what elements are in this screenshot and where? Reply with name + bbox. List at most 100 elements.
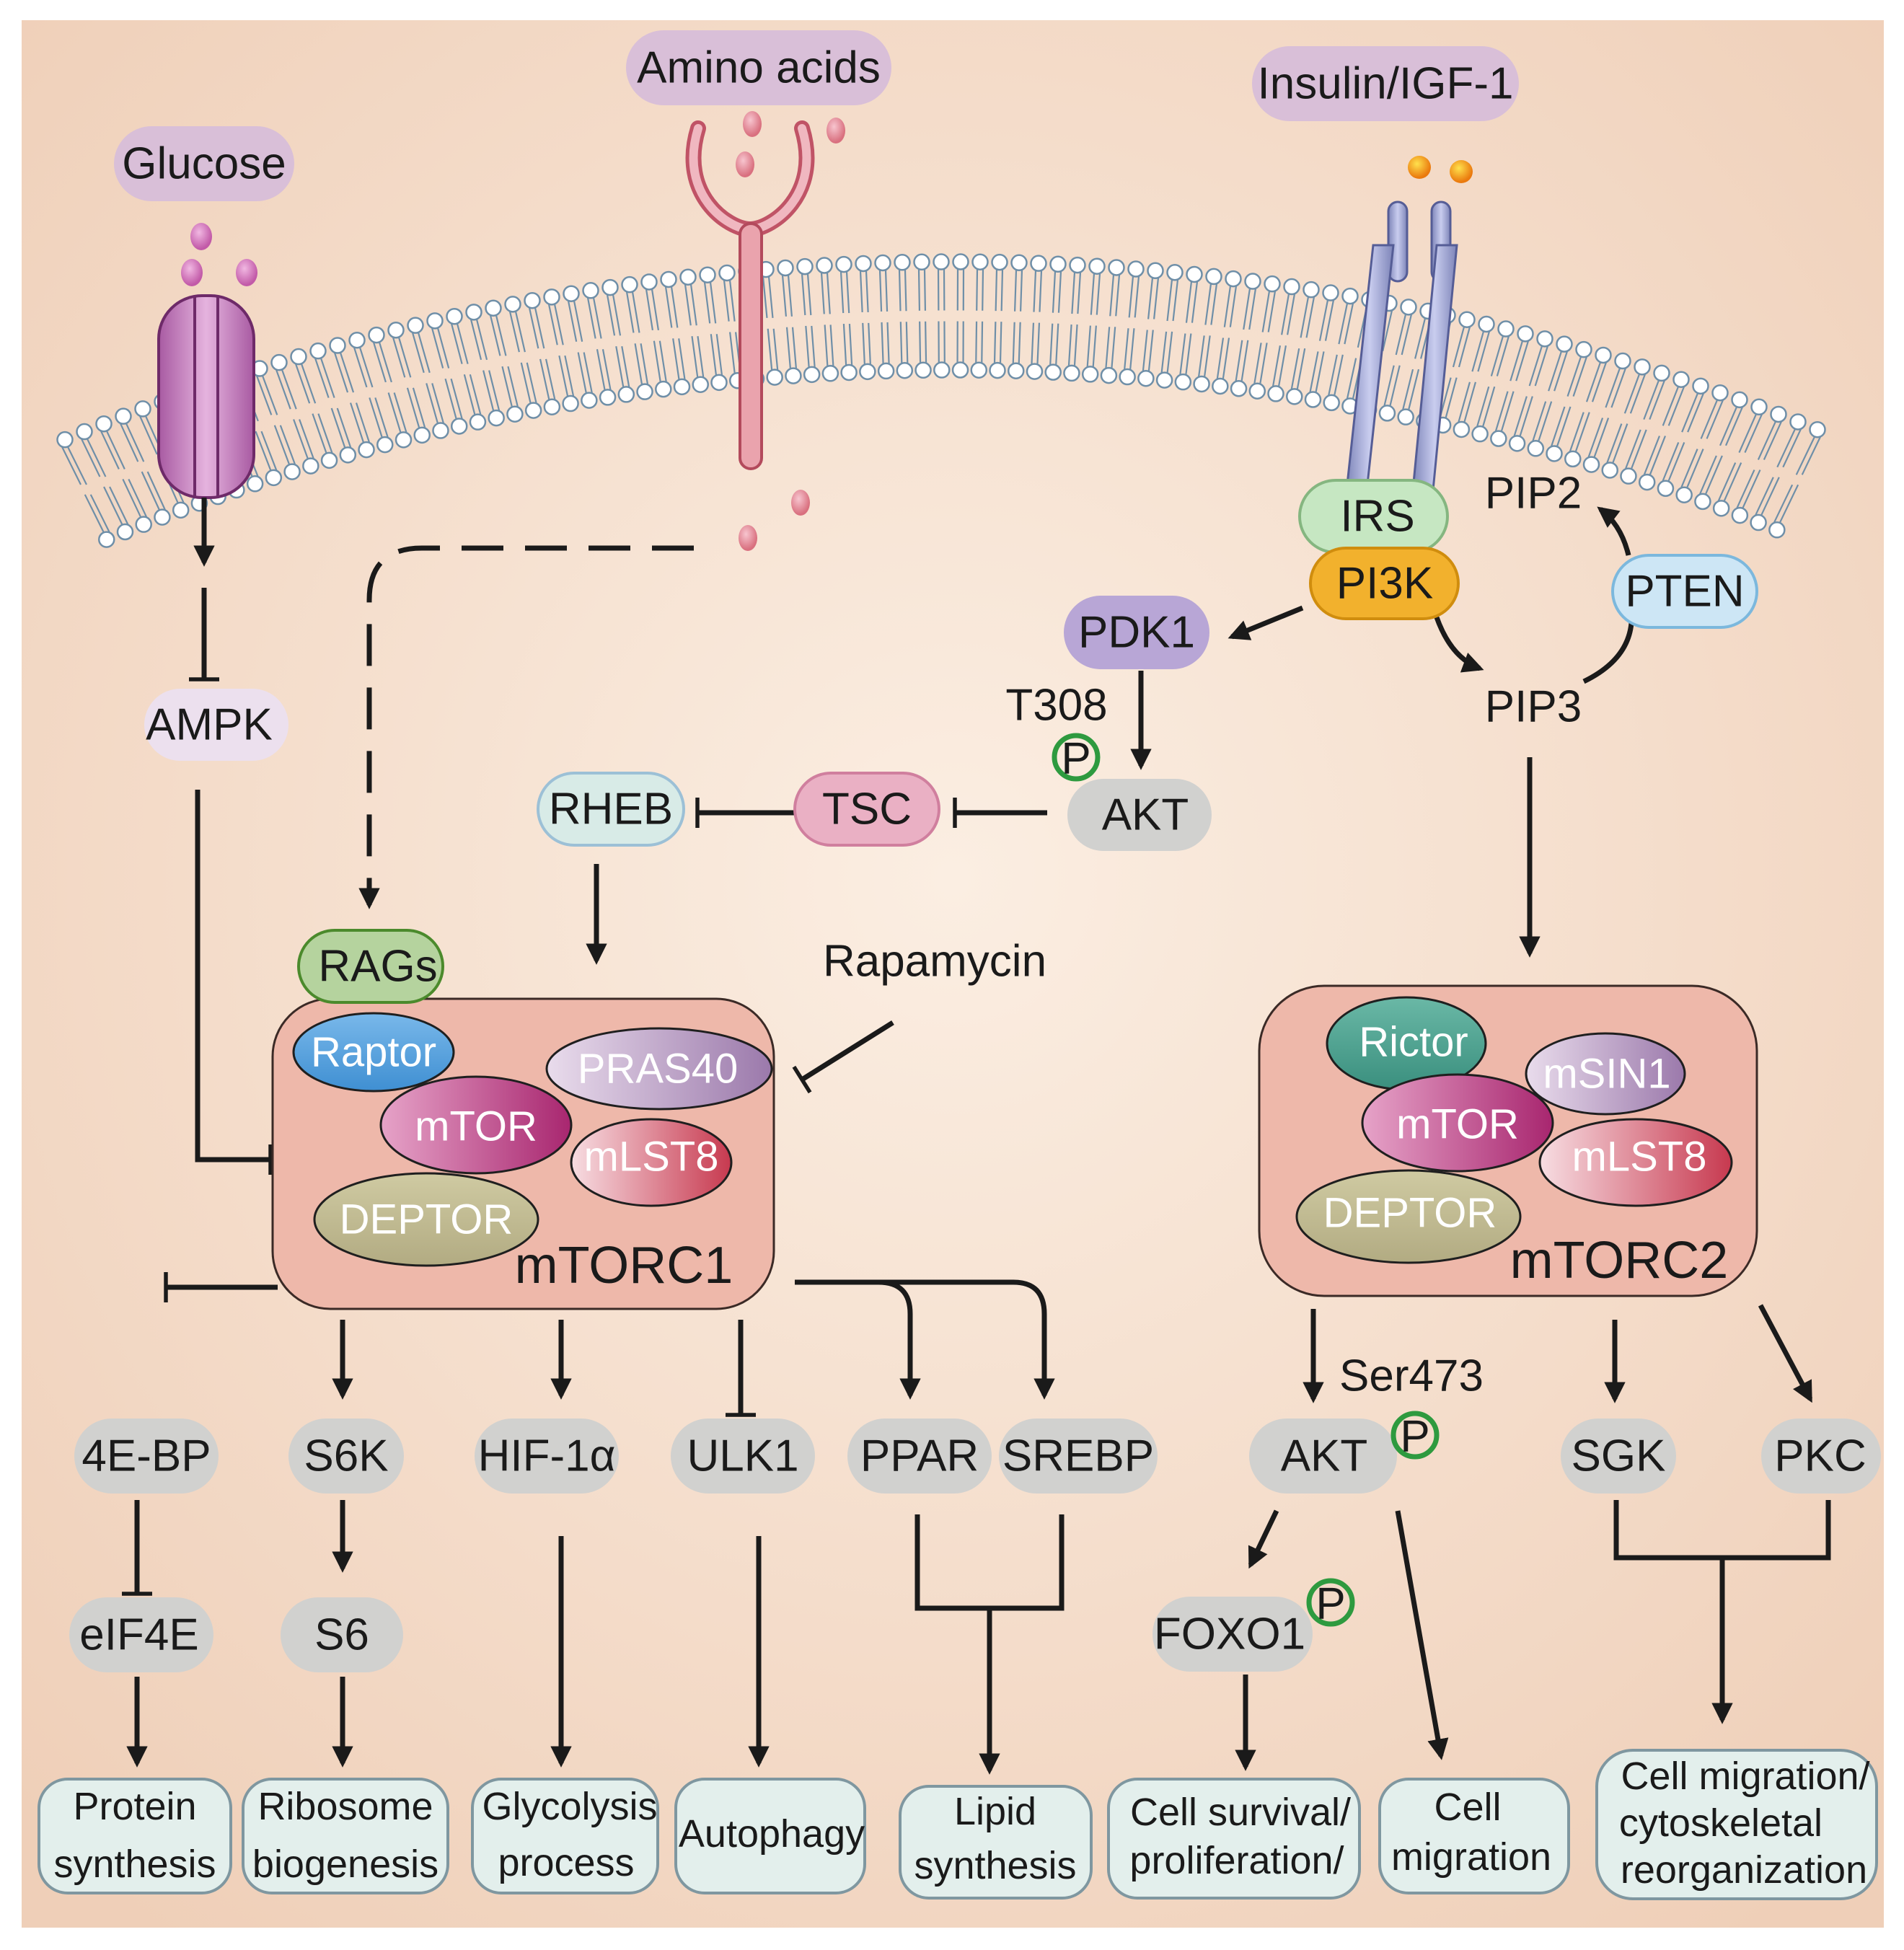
svg-text:SREBP: SREBP xyxy=(1002,1431,1154,1481)
amino-acid-receptor xyxy=(685,120,815,470)
amino-acid-molecules xyxy=(736,111,845,551)
svg-text:PTEN: PTEN xyxy=(1625,567,1744,617)
svg-text:S6K: S6K xyxy=(304,1431,388,1481)
svg-text:synthesis: synthesis xyxy=(914,1844,1076,1887)
mtorc2-complex: Rictor mSIN1 mTOR mLST8 DEPTOR mTORC2 xyxy=(1258,984,1758,1297)
mtorc1-mlst8: mLST8 xyxy=(570,1118,733,1207)
mtorc2-mlst8: mLST8 xyxy=(1538,1118,1733,1207)
outcome-protein-synthesis: Protein synthesis xyxy=(38,1778,232,1894)
outcome-cytoskeletal-reorganization: Cell migration/ cytoskeletal reorganizat… xyxy=(1595,1749,1878,1900)
rheb-node: RHEB xyxy=(537,772,685,847)
mtorc2-deptor: DEPTOR xyxy=(1295,1169,1522,1264)
plasma-membrane xyxy=(56,253,1826,548)
pip3-label: PIP3 xyxy=(1485,682,1582,732)
svg-text:AKT: AKT xyxy=(1102,790,1189,840)
svg-text:eIF4E: eIF4E xyxy=(79,1610,198,1660)
phospho-foxo1: P xyxy=(1306,1578,1355,1629)
svg-text:Lipid: Lipid xyxy=(954,1790,1036,1833)
t308-label: T308 xyxy=(1005,681,1107,731)
tsc-node: TSC xyxy=(793,772,940,847)
amino-acids-label: Amino acids xyxy=(637,43,881,93)
irs-node: IRS xyxy=(1298,479,1449,554)
svg-text:P: P xyxy=(1315,1579,1345,1629)
glucose-molecules xyxy=(181,223,257,286)
rapamycin-label: Rapamycin xyxy=(823,937,1046,987)
ser473-label: Ser473 xyxy=(1339,1351,1484,1401)
svg-text:Protein: Protein xyxy=(73,1785,196,1828)
svg-text:SGK: SGK xyxy=(1572,1431,1666,1481)
glucose-label: Glucose xyxy=(122,139,286,189)
svg-text:reorganization: reorganization xyxy=(1621,1848,1867,1892)
outcome-cell-survival: Cell survival/ proliferation/ xyxy=(1107,1778,1361,1900)
glucose-transporter xyxy=(157,294,255,499)
insulin-label: Insulin/IGF-1 xyxy=(1258,59,1514,109)
svg-text:migration: migration xyxy=(1391,1835,1551,1879)
mtorc2-rictor: Rictor xyxy=(1326,996,1487,1091)
svg-text:PPAR: PPAR xyxy=(860,1431,979,1481)
insulin-receptor xyxy=(1344,200,1458,499)
effector-s6: S6 xyxy=(281,1597,403,1672)
svg-text:RHEB: RHEB xyxy=(549,785,673,834)
svg-text:HIF-1α: HIF-1α xyxy=(478,1431,616,1481)
svg-text:Ribosome: Ribosome xyxy=(257,1785,433,1828)
pip2-label: PIP2 xyxy=(1485,469,1582,519)
svg-text:IRS: IRS xyxy=(1340,492,1414,542)
svg-text:TSC: TSC xyxy=(822,785,912,834)
svg-text:mSIN1: mSIN1 xyxy=(1543,1051,1670,1098)
svg-text:Raptor: Raptor xyxy=(311,1029,436,1076)
svg-text:Rictor: Rictor xyxy=(1359,1019,1468,1066)
phospho-akt-t308: P xyxy=(1052,733,1101,784)
svg-text:AMPK: AMPK xyxy=(146,700,273,750)
effector-4ebp: 4E-BP xyxy=(74,1419,219,1494)
effector-foxo1: FOXO1 xyxy=(1152,1597,1313,1672)
effector-pkc: PKC xyxy=(1761,1419,1881,1494)
svg-text:mLST8: mLST8 xyxy=(584,1134,719,1181)
mtorc1-raptor: Raptor xyxy=(292,1012,455,1093)
outcome-lipid-synthesis: Lipid synthesis xyxy=(899,1785,1093,1900)
outcome-ribosome-biogenesis: Ribosome biogenesis xyxy=(242,1778,449,1894)
svg-text:biogenesis: biogenesis xyxy=(252,1843,438,1886)
mtorc1-mtor: mTOR xyxy=(379,1075,573,1175)
rags-node: RAGs xyxy=(297,929,444,1004)
phospho-akt-ser473: P xyxy=(1390,1411,1440,1462)
effector-eif4e: eIF4E xyxy=(69,1597,213,1672)
mtorc1-title: mTORC1 xyxy=(515,1237,733,1294)
svg-text:PKC: PKC xyxy=(1774,1431,1866,1481)
svg-text:Autophagy: Autophagy xyxy=(679,1812,865,1856)
mtorc2-msin1: mSIN1 xyxy=(1525,1032,1686,1116)
svg-text:DEPTOR: DEPTOR xyxy=(1323,1190,1497,1237)
amino-acids-input: Amino acids xyxy=(626,30,891,105)
ampk-node: AMPK xyxy=(144,689,288,761)
pi3k-node: PI3K xyxy=(1309,547,1460,620)
svg-text:AKT: AKT xyxy=(1281,1431,1368,1481)
effector-akt: AKT xyxy=(1249,1419,1397,1494)
mtorc1-deptor: DEPTOR xyxy=(313,1172,539,1267)
effector-srebp: SREBP xyxy=(999,1419,1158,1494)
svg-text:4E-BP: 4E-BP xyxy=(81,1431,211,1481)
svg-text:PRAS40: PRAS40 xyxy=(578,1046,738,1093)
svg-text:DEPTOR: DEPTOR xyxy=(340,1196,514,1243)
svg-text:mTOR: mTOR xyxy=(1396,1101,1519,1148)
outcome-autophagy: Autophagy xyxy=(674,1778,866,1894)
insulin-molecules xyxy=(1408,156,1473,183)
svg-text:P: P xyxy=(1400,1412,1429,1462)
effector-s6k: S6K xyxy=(288,1419,404,1494)
effector-sgk: SGK xyxy=(1561,1419,1676,1494)
svg-text:S6: S6 xyxy=(314,1610,369,1660)
mtorc1-complex: RAGs Raptor PRAS40 mTOR mLST8 DEPTOR mTO… xyxy=(271,929,775,1310)
svg-text:ULK1: ULK1 xyxy=(687,1431,798,1481)
svg-text:Cell survival/: Cell survival/ xyxy=(1130,1791,1351,1834)
svg-text:P: P xyxy=(1061,734,1090,784)
svg-text:Cell migration/: Cell migration/ xyxy=(1621,1755,1869,1798)
svg-text:synthesis: synthesis xyxy=(53,1843,216,1886)
svg-text:FOXO1: FOXO1 xyxy=(1154,1610,1305,1659)
akt-node: AKT xyxy=(1067,779,1212,851)
effector-hif1a: HIF-1α xyxy=(475,1419,619,1494)
mtorc1-pras40: PRAS40 xyxy=(545,1027,773,1111)
svg-text:PI3K: PI3K xyxy=(1336,559,1433,609)
insulin-input: Insulin/IGF-1 xyxy=(1252,46,1519,121)
svg-text:mTOR: mTOR xyxy=(415,1103,537,1150)
svg-text:Glycolysis: Glycolysis xyxy=(482,1785,657,1828)
